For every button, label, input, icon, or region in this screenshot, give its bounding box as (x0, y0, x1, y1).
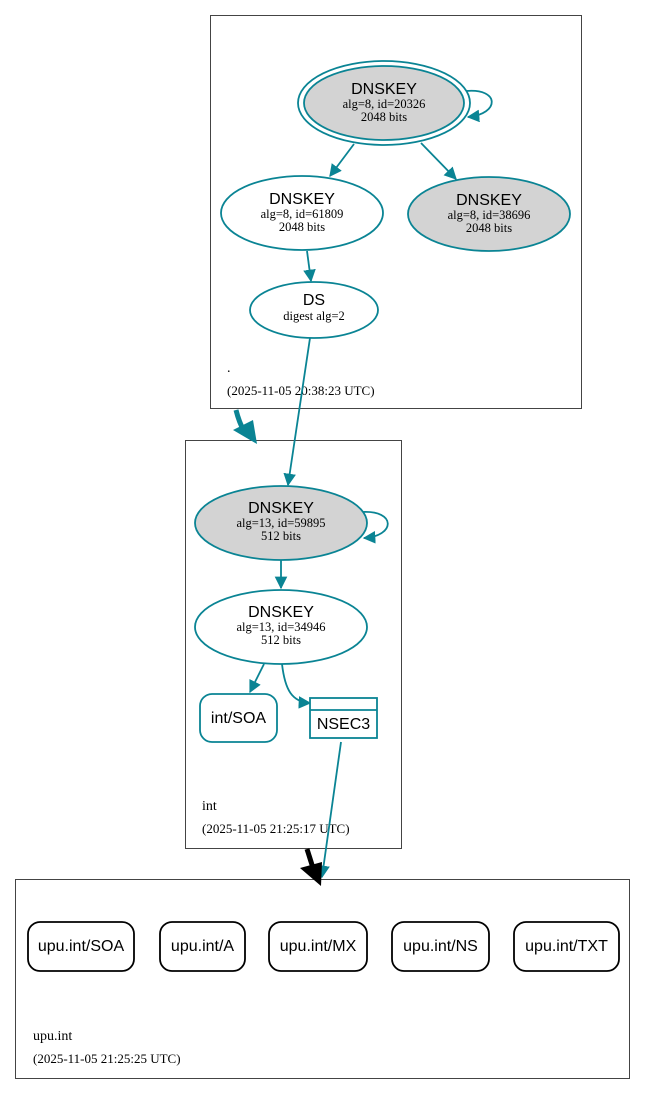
node-root-key3-title: DNSKEY (456, 192, 522, 209)
node-int-zsk-dnskey[interactable]: DNSKEY alg=13, id=34946 512 bits (194, 589, 368, 665)
node-int-soa-label: int/SOA (211, 710, 266, 727)
node-upu-ns-label: upu.int/NS (403, 938, 478, 955)
zone-root-name: . (227, 361, 231, 376)
node-int-soa[interactable]: int/SOA (199, 693, 278, 743)
node-int-zsk-bits: 512 bits (261, 633, 301, 647)
node-root-ds-digest: digest alg=2 (283, 309, 345, 323)
zone-int-name: int (202, 799, 217, 814)
node-int-nsec3-label: NSEC3 (317, 716, 370, 733)
node-root-ksk-dnskey[interactable]: DNSKEY alg=8, id=20326 2048 bits (297, 60, 471, 146)
zone-upu: upu.int (2025-11-05 21:25:25 UTC) (15, 879, 630, 1079)
node-root-ds-title: DS (303, 292, 325, 309)
node-int-zsk-title: DNSKEY (248, 604, 314, 621)
node-upu-soa-label: upu.int/SOA (38, 938, 125, 955)
node-root-zsk-dnskey[interactable]: DNSKEY alg=8, id=61809 2048 bits (220, 175, 384, 251)
node-int-ksk-bits: 512 bits (261, 529, 301, 543)
zone-root: . (2025-11-05 20:38:23 UTC) (210, 15, 582, 409)
node-root-ksk-title: DNSKEY (351, 81, 417, 98)
node-upu-soa[interactable]: upu.int/SOA (27, 921, 135, 972)
node-upu-mx[interactable]: upu.int/MX (268, 921, 368, 972)
node-upu-ns[interactable]: upu.int/NS (391, 921, 490, 972)
edges (233, 90, 493, 886)
node-root-zsk-title: DNSKEY (269, 191, 335, 208)
edge-nsec3-to-upu (317, 741, 342, 879)
edge-int-ksk-self (361, 511, 389, 544)
node-int-ksk-title: DNSKEY (248, 500, 314, 517)
node-root-zsk-bits: 2048 bits (279, 220, 325, 234)
zone-root-timestamp: (2025-11-05 20:38:23 UTC) (227, 383, 375, 398)
node-root-ksk-bits: 2048 bits (361, 110, 407, 124)
node-root-key3-bits: 2048 bits (466, 221, 512, 235)
node-upu-mx-label: upu.int/MX (280, 938, 357, 955)
edge-ds-to-int-ksk (283, 337, 311, 487)
edge-root-ksk-to-zsk (329, 143, 355, 178)
node-int-zsk-alg: alg=13, id=34946 (236, 620, 325, 634)
edge-int-zsk-to-nsec3 (281, 663, 312, 709)
node-int-ksk-alg: alg=13, id=59895 (236, 516, 325, 530)
node-upu-a-label: upu.int/A (171, 938, 234, 955)
zone-upu-name: upu.int (33, 1029, 72, 1044)
delegation-arrow-int-to-upu (300, 848, 322, 886)
zone-int: int (2025-11-05 21:25:17 UTC) (185, 440, 402, 849)
node-root-key3-dnskey[interactable]: DNSKEY alg=8, id=38696 2048 bits (407, 176, 571, 252)
node-upu-a[interactable]: upu.int/A (159, 921, 246, 972)
edge-root-ksk-self (465, 90, 493, 123)
delegation-arrow-root-to-int (233, 409, 257, 444)
node-root-key3-alg: alg=8, id=38696 (448, 208, 531, 222)
edge-int-zsk-to-soa (249, 663, 265, 694)
edge-root-zsk-to-ds (303, 250, 316, 283)
node-int-nsec3[interactable]: NSEC3 (309, 697, 378, 739)
node-int-ksk-dnskey[interactable]: DNSKEY alg=13, id=59895 512 bits (194, 485, 368, 561)
node-root-ksk-alg: alg=8, id=20326 (343, 97, 426, 111)
node-upu-txt-label: upu.int/TXT (525, 938, 608, 955)
node-root-ds[interactable]: DS digest alg=2 (249, 281, 379, 339)
zone-upu-timestamp: (2025-11-05 21:25:25 UTC) (33, 1051, 181, 1066)
node-upu-txt[interactable]: upu.int/TXT (513, 921, 620, 972)
zone-int-timestamp: (2025-11-05 21:25:17 UTC) (202, 821, 350, 836)
edge-root-ksk-to-key3 (420, 142, 457, 180)
node-root-zsk-alg: alg=8, id=61809 (261, 207, 344, 221)
